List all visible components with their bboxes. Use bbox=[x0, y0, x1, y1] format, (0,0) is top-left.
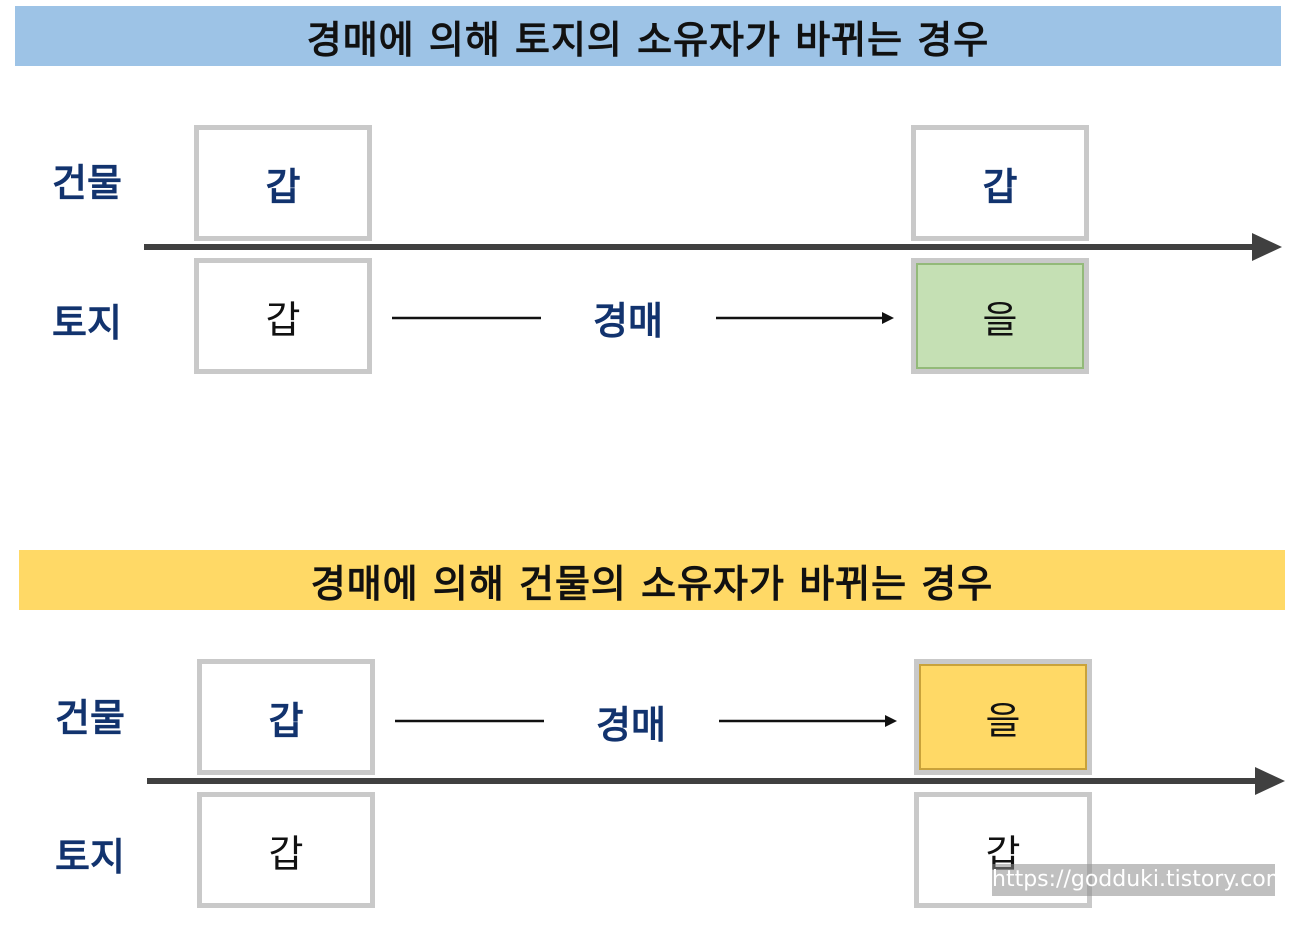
transfer-arrowhead bbox=[885, 715, 897, 727]
land-owner-after-box: 갑 bbox=[914, 792, 1092, 908]
row-label-building: 건물 bbox=[52, 161, 122, 205]
transfer-label-auction: 경매 bbox=[596, 703, 666, 747]
land-owner-before-box: 갑 bbox=[197, 792, 375, 908]
transfer-label-auction: 경매 bbox=[593, 299, 663, 343]
building-owner-after-box: 갑 bbox=[911, 125, 1089, 241]
transfer-arrowhead bbox=[882, 312, 894, 324]
timeline-arrowhead bbox=[1255, 767, 1285, 795]
row-label-building: 건물 bbox=[55, 696, 125, 740]
land-owner-after-box: 을 bbox=[911, 258, 1089, 374]
row-label-land: 토지 bbox=[55, 835, 125, 879]
watermark-url: https://godduki.tistory.com bbox=[992, 864, 1287, 896]
timeline-arrowhead bbox=[1252, 233, 1282, 261]
section-land-title: 경매에 의해 토지의 소유자가 바뀌는 경우 bbox=[15, 6, 1281, 66]
building-owner-after-box: 을 bbox=[914, 659, 1092, 775]
land-owner-before-box: 갑 bbox=[194, 258, 372, 374]
row-label-land: 토지 bbox=[52, 301, 122, 345]
section-building-title: 경매에 의해 건물의 소유자가 바뀌는 경우 bbox=[19, 550, 1285, 610]
building-owner-before-box: 갑 bbox=[197, 659, 375, 775]
building-owner-before-box: 갑 bbox=[194, 125, 372, 241]
